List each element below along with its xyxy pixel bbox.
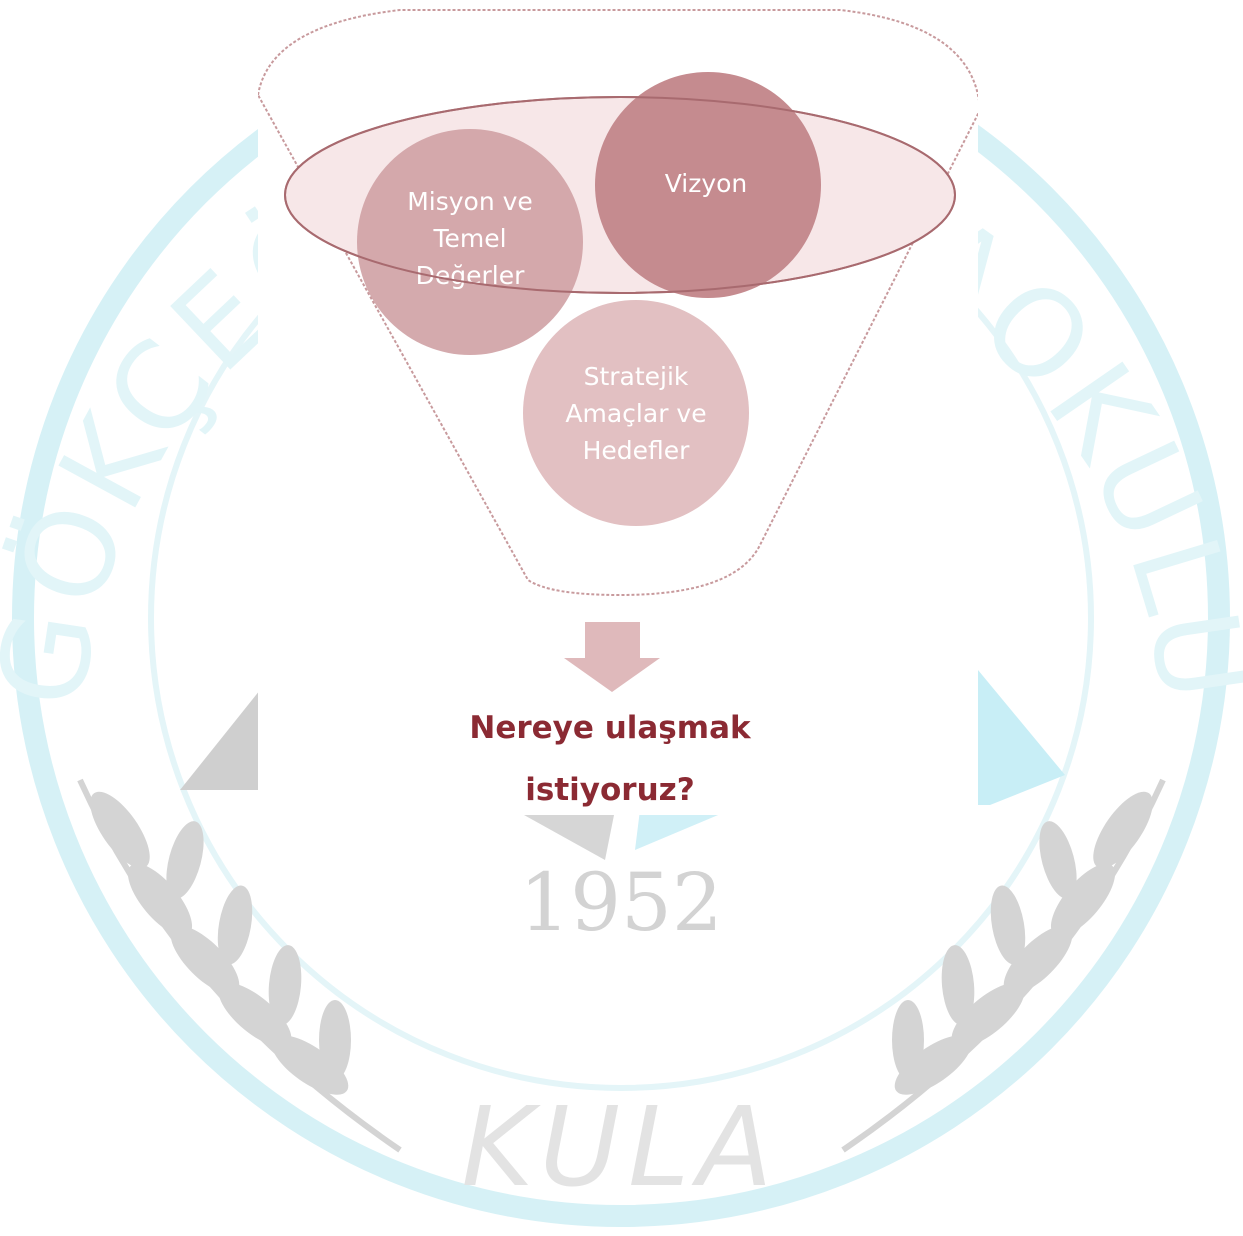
circle-goals-line-2: Amaçlar ve [565,399,706,428]
seal-sail-left-icon [180,690,260,790]
seal-wheat-left-icon [77,778,402,1153]
seal-bottom-text: KULA [461,1083,780,1211]
circle-mission-line-2: Temel [432,224,506,253]
seal-sail-right-icon [978,670,1065,805]
result-question-line-1: Nereye ulaşmak [469,710,752,746]
circle-mission: Misyon ve Temel Değerler [357,129,583,355]
circle-mission-line-1: Misyon ve [407,187,533,216]
seal-year: 1952 [519,856,723,949]
seal-hull-right-icon [635,810,730,850]
circle-goals-line-3: Hedefler [583,436,691,465]
circle-goals-line-1: Stratejik [584,362,689,391]
circle-goals: Stratejik Amaçlar ve Hedefler [523,300,749,526]
result-question-line-2: istiyoruz? [525,772,694,808]
seal-wheat-right-icon [841,778,1166,1153]
down-arrow-icon [564,622,660,692]
circle-vision: Vizyon [595,72,821,298]
seal-hull-left-icon [515,810,615,860]
content-panel: Misyon ve Temel Değerler Vizyon Strateji… [258,0,978,815]
funnel-rim-outline [284,96,956,294]
circle-vision-label: Vizyon [665,169,748,198]
